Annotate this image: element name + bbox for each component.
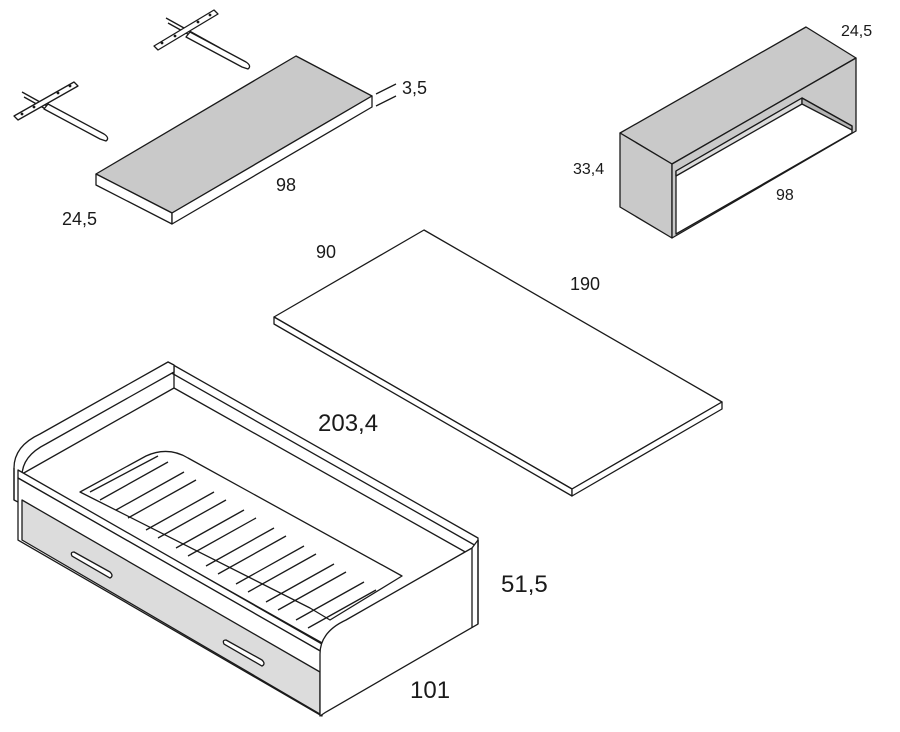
shelf-plank: [95, 55, 373, 225]
bed: [13, 361, 479, 717]
wall-unit: [619, 26, 857, 239]
wall-unit-height-label: 33,4: [573, 161, 604, 178]
bed-height-label: 51,5: [501, 571, 548, 598]
shelf-bracket-left: [13, 81, 109, 142]
bed-width-label: 101: [410, 677, 450, 704]
shelf-depth-label: 24,5: [62, 209, 97, 229]
board-length-label: 190: [570, 274, 600, 294]
board-panel: [273, 229, 723, 497]
bed-length-label: 203,4: [318, 410, 378, 437]
wall-unit-depth-label: 24,5: [841, 23, 872, 40]
thickness-mark-bottom: [375, 95, 397, 107]
shelf-bracket-right: [153, 9, 251, 70]
board-width-label: 90: [316, 242, 336, 262]
wall-unit-width-label: 98: [776, 187, 794, 204]
shelf-width-label: 98: [276, 175, 296, 195]
shelf-thickness-label: 3,5: [402, 78, 427, 98]
thickness-mark-top: [375, 83, 397, 95]
